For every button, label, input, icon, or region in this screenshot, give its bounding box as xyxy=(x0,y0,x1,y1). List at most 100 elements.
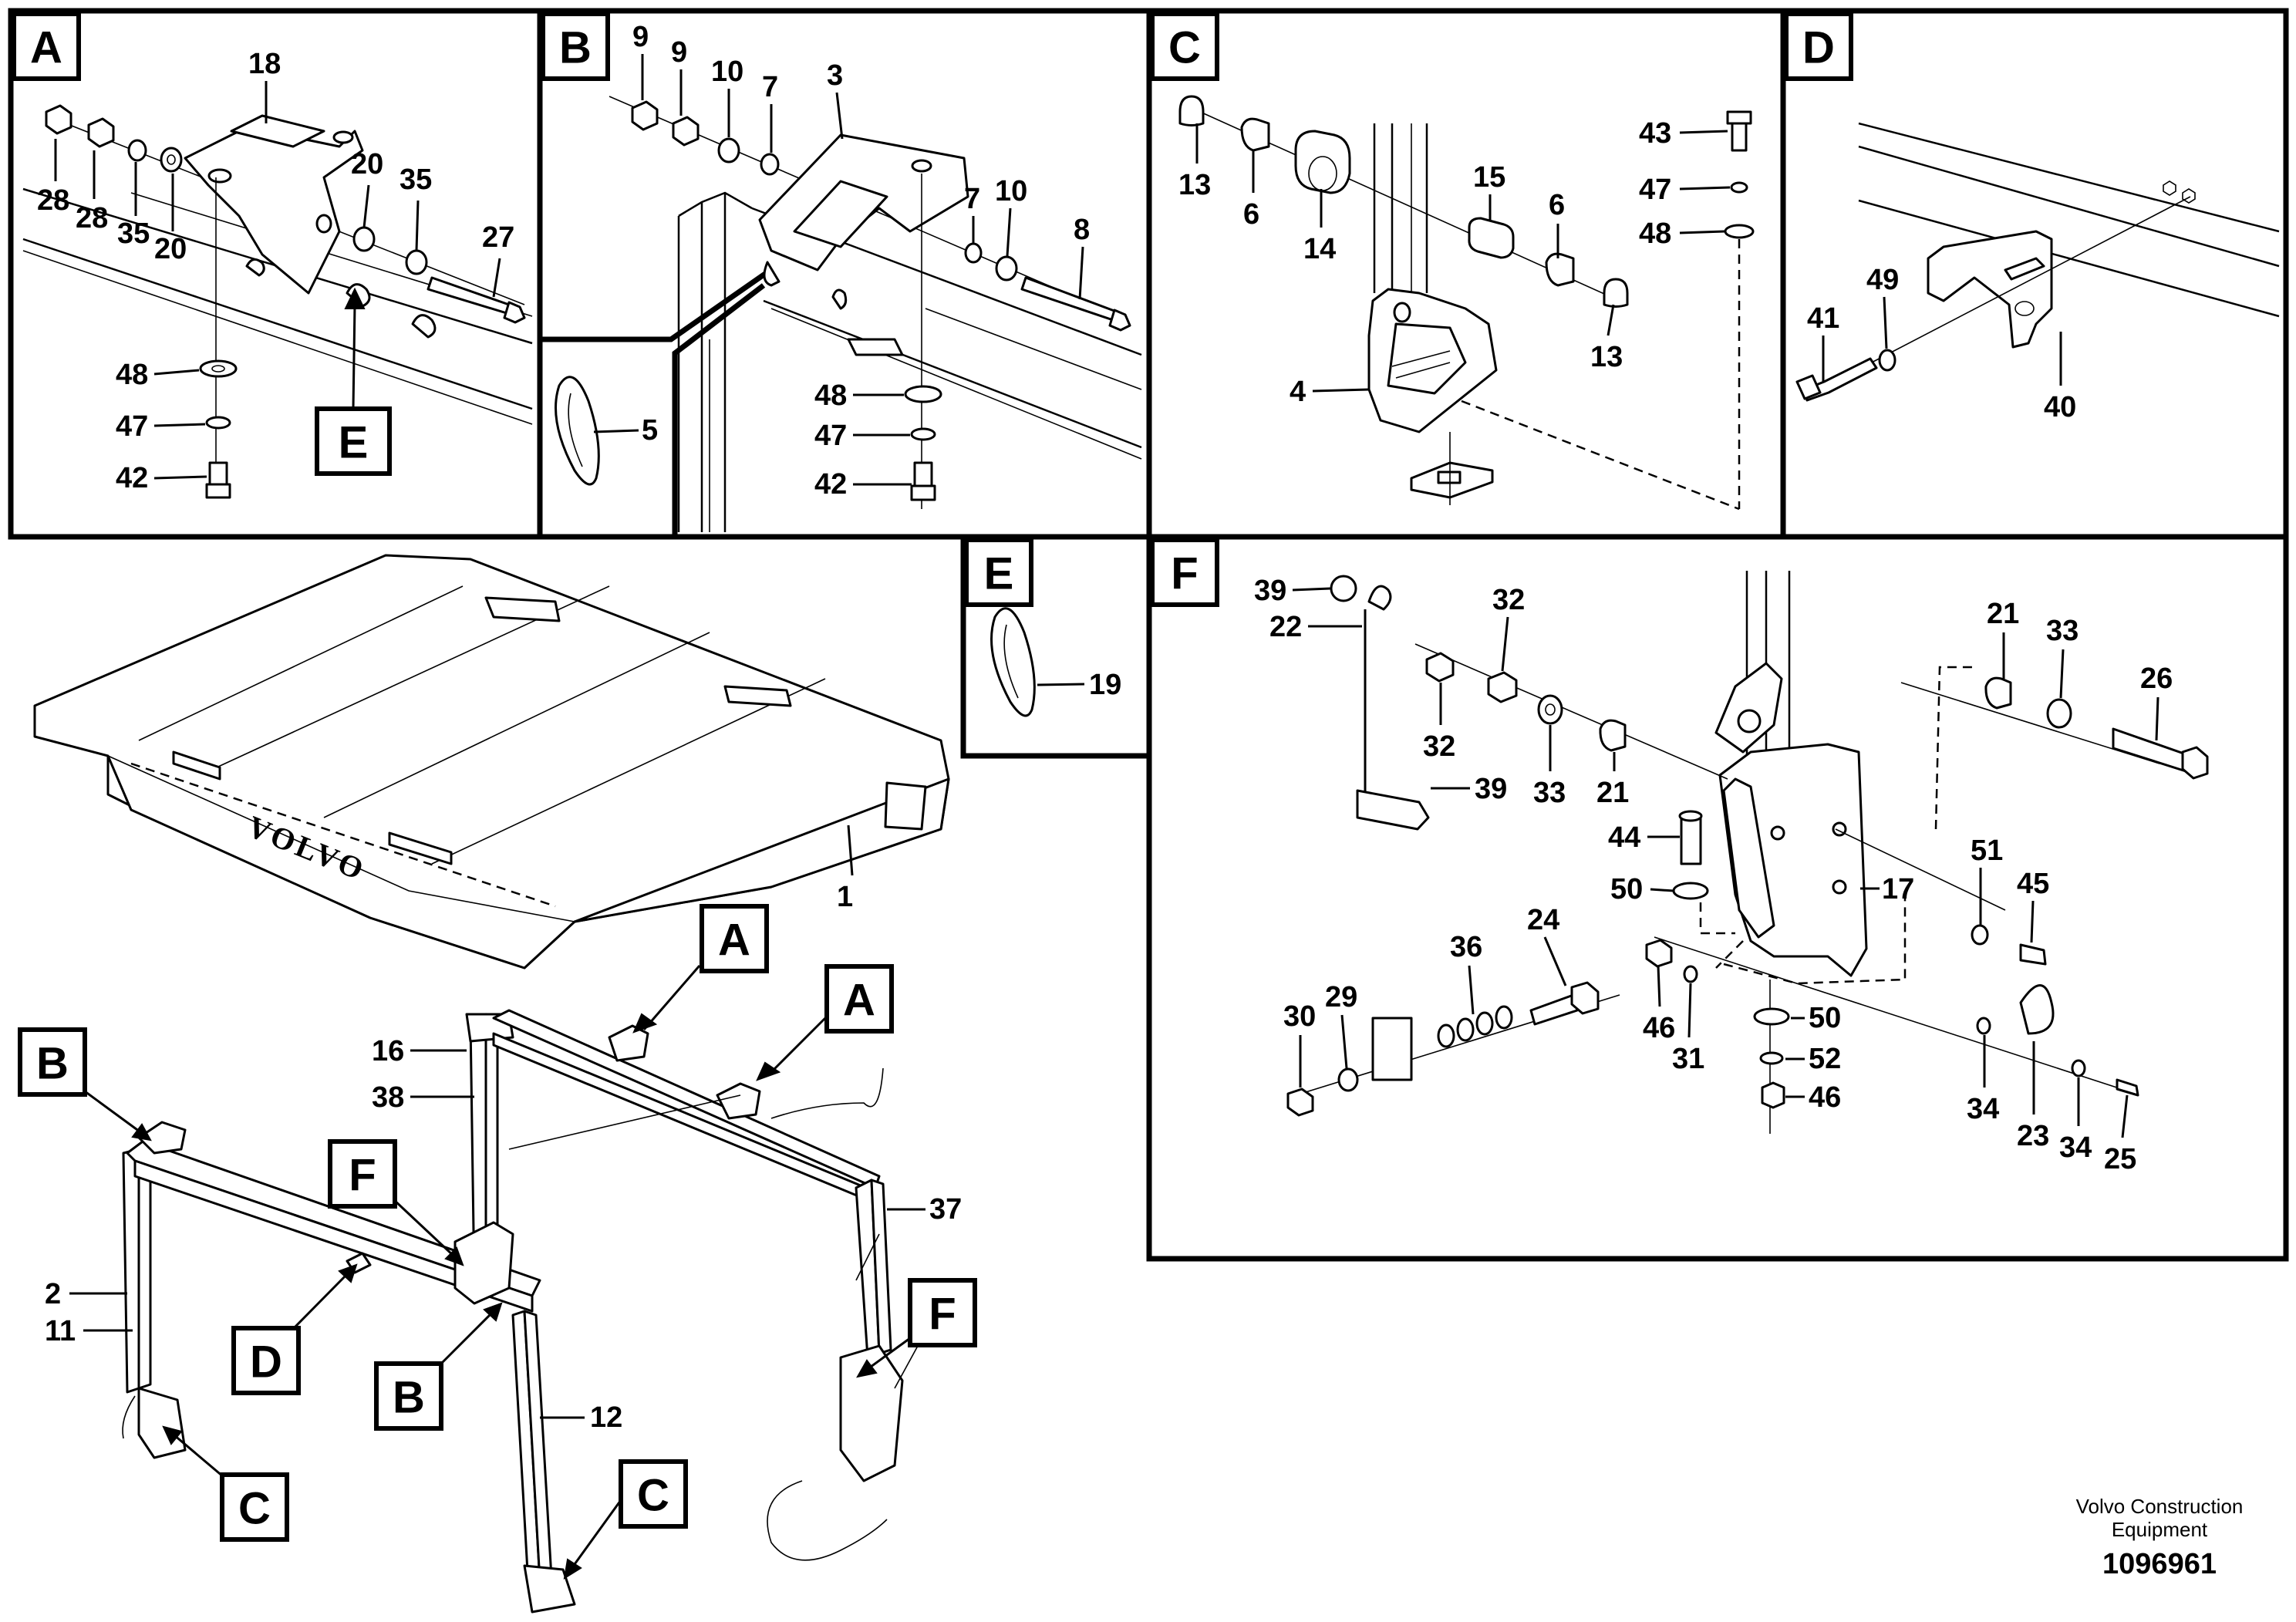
callout-c-6-2: 6 xyxy=(1549,189,1565,221)
panel-d-callouts: 49 41 40 xyxy=(1807,264,2076,423)
callout-b-9-1: 9 xyxy=(632,21,649,53)
callout-f-29: 29 xyxy=(1325,981,1357,1013)
callout-ov-16: 16 xyxy=(372,1035,404,1067)
view-ref-f-2: F xyxy=(856,1278,977,1378)
panel-f-callouts: 39 22 32 32 33 21 39 21 33 26 44 50 17 5… xyxy=(1254,575,2173,1175)
company-name-line2: Equipment xyxy=(2112,1518,2208,1541)
view-ref-d-text: D xyxy=(250,1337,282,1388)
view-ref-f-1-text: F xyxy=(349,1151,376,1201)
callout-d-41: 41 xyxy=(1807,302,1839,335)
panel-label-a: A xyxy=(12,12,81,81)
panel-label-f-text: F xyxy=(1171,549,1198,599)
callout-f-36: 36 xyxy=(1450,931,1482,963)
callout-f-45: 45 xyxy=(2017,868,2049,900)
callout-f-52: 52 xyxy=(1809,1043,1841,1075)
panel-c-callouts: 13 6 14 15 6 13 4 43 47 48 xyxy=(1178,117,1731,408)
roof-overview-drawing: VOLVO xyxy=(33,554,950,969)
panel-c-drawing xyxy=(1178,95,1755,511)
view-ref-b-1-text: B xyxy=(36,1039,69,1089)
callout-c-43: 43 xyxy=(1639,117,1671,150)
callout-c-13-2: 13 xyxy=(1590,341,1623,373)
panel-letter-boxes: A B C D E F xyxy=(12,12,1853,607)
callout-a-20-2: 20 xyxy=(351,148,383,180)
callout-c-47: 47 xyxy=(1639,174,1671,206)
callout-ov-11: 11 xyxy=(45,1315,76,1347)
panel-label-e-text: E xyxy=(984,549,1014,599)
callout-a-27: 27 xyxy=(482,221,514,254)
callout-f-33-2: 33 xyxy=(2046,615,2079,647)
panel-label-d-text: D xyxy=(1802,23,1835,73)
callout-f-32-1: 32 xyxy=(1492,584,1525,616)
panel-label-d: D xyxy=(1784,12,1853,81)
callout-f-34-2: 34 xyxy=(2059,1131,2092,1164)
panel-label-b-text: B xyxy=(559,23,592,73)
callout-b-9-2: 9 xyxy=(671,36,687,69)
view-ref-c-1: C xyxy=(162,1425,289,1542)
panel-label-b: B xyxy=(541,12,610,81)
view-ref-a-1: A xyxy=(632,904,769,1034)
callout-c-14: 14 xyxy=(1303,233,1336,265)
callout-a-18: 18 xyxy=(248,48,281,80)
view-ref-b-1: B xyxy=(18,1027,152,1141)
callout-c-4: 4 xyxy=(1290,376,1306,408)
panel-b-drawing xyxy=(555,96,1142,532)
panel-d-drawing xyxy=(1795,122,2280,402)
view-ref-b-2: B xyxy=(374,1302,503,1431)
view-ref-a-2: A xyxy=(756,964,894,1081)
callout-b-3: 3 xyxy=(827,59,843,92)
callout-f-39-2: 39 xyxy=(1475,773,1507,805)
callout-f-44: 44 xyxy=(1608,821,1640,854)
callout-ov-12: 12 xyxy=(590,1401,622,1434)
panel-label-c: C xyxy=(1150,12,1219,81)
callout-c-15: 15 xyxy=(1473,161,1505,194)
callout-e-19: 19 xyxy=(1089,669,1121,701)
panel-a-callouts: 18 28 28 35 20 20 35 27 48 47 42 E xyxy=(37,48,514,494)
callout-b-47: 47 xyxy=(814,420,847,452)
callout-a-48: 48 xyxy=(116,359,148,391)
view-ref-a-1-text: A xyxy=(718,916,750,966)
callout-c-6-1: 6 xyxy=(1243,198,1259,231)
frame-overview-drawing xyxy=(122,1009,919,1614)
callout-f-24: 24 xyxy=(1527,904,1559,936)
panel-label-e: E xyxy=(964,538,1033,607)
callout-f-30: 30 xyxy=(1283,1000,1316,1033)
panel-f-frame xyxy=(1146,534,2289,1262)
callout-a-47: 47 xyxy=(116,410,148,443)
panel-a-drawing xyxy=(22,104,533,499)
callout-b-5: 5 xyxy=(642,414,658,447)
view-ref-a-2-text: A xyxy=(843,976,875,1026)
view-ref-c-1-text: C xyxy=(238,1484,271,1534)
callout-a-28-2: 28 xyxy=(76,202,108,234)
view-ref-e xyxy=(315,406,392,476)
document-number: 1096961 xyxy=(2102,1548,2217,1580)
footer-credit: Volvo Construction Equipment 1096961 xyxy=(2076,1495,2244,1580)
panel-e-drawing: 19 xyxy=(990,607,1121,717)
callout-a-35-1: 35 xyxy=(117,218,150,250)
callout-ov-1: 1 xyxy=(837,881,853,913)
view-ref-d: D xyxy=(231,1263,358,1395)
view-ref-c-2: C xyxy=(563,1459,688,1580)
callout-f-50-1: 50 xyxy=(1610,873,1643,905)
callout-c-13-1: 13 xyxy=(1178,169,1211,201)
callout-b-10-2: 10 xyxy=(995,175,1027,207)
callout-f-21-1: 21 xyxy=(1596,777,1629,809)
callout-c-48: 48 xyxy=(1639,218,1671,250)
callout-f-31: 31 xyxy=(1672,1043,1704,1075)
panel-label-a-text: A xyxy=(30,23,62,73)
callout-b-42: 42 xyxy=(814,468,847,501)
callout-b-7-1: 7 xyxy=(762,71,778,103)
callout-f-17: 17 xyxy=(1882,873,1914,905)
panel-e-frame xyxy=(960,534,1152,759)
callout-a-20-1: 20 xyxy=(154,233,187,265)
callout-f-22: 22 xyxy=(1269,611,1302,643)
view-ref-b-2-text: B xyxy=(393,1373,425,1423)
company-name-line1: Volvo Construction xyxy=(2076,1495,2244,1518)
callout-a-35-2: 35 xyxy=(400,164,432,196)
callout-f-26: 26 xyxy=(2140,663,2173,695)
callout-f-33-1: 33 xyxy=(1533,777,1566,809)
callout-f-25: 25 xyxy=(2104,1143,2136,1175)
callout-f-50-2: 50 xyxy=(1809,1002,1841,1034)
view-ref-c-2-text: C xyxy=(637,1471,669,1521)
callout-f-23: 23 xyxy=(2017,1120,2049,1152)
